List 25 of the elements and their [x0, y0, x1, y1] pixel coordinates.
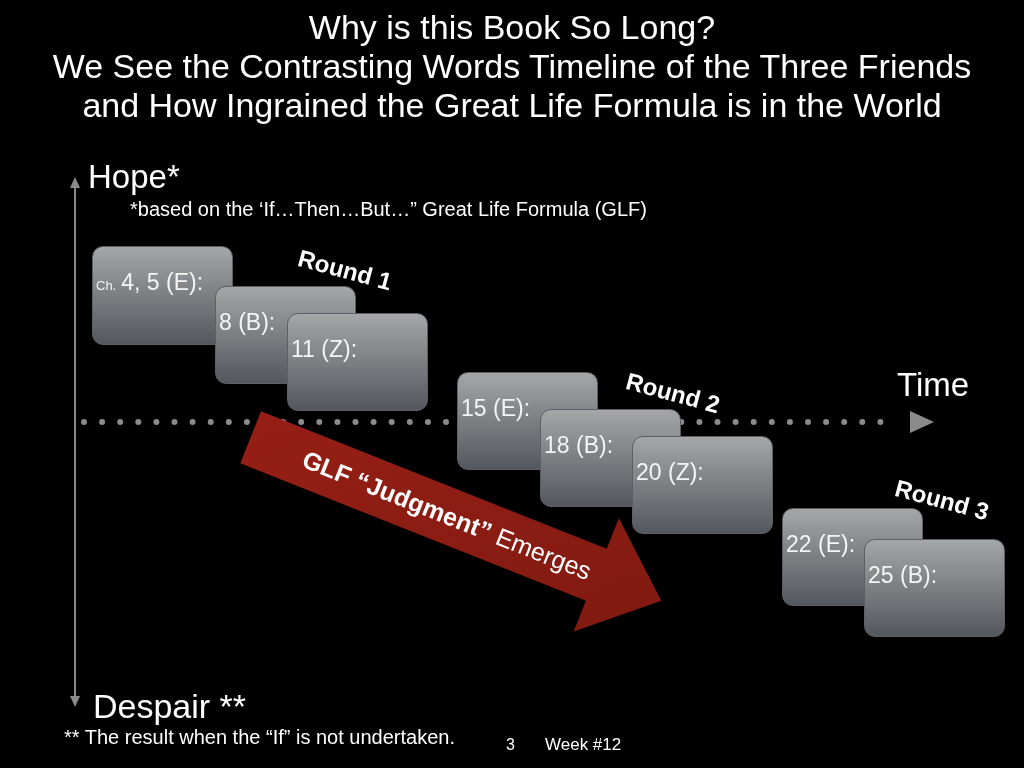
box-label: 11 (Z):: [291, 336, 358, 362]
footnote: *based on the ‘If…Then…But…” Great Life Formula (GLF): [130, 198, 647, 221]
box-label: 15 (E):: [461, 395, 531, 421]
footer-label: Week #12: [545, 735, 622, 755]
box-label: 18 (B):: [544, 432, 614, 458]
chapter-box: [92, 246, 233, 345]
chapter-box: [864, 539, 1005, 637]
footnote: ** The result when the “If” is not undertaken.: [64, 726, 455, 749]
slide-title: Why is this Book So Long?: [307, 8, 717, 47]
subtitle: We See the Contrasting Words Timeline of the Three Friends and How Ingrained the Great Life Formula is in the World: [51, 47, 973, 125]
chapter-box: [632, 436, 773, 534]
box-label: 20 (Z):: [636, 459, 704, 485]
box-label: 4, 5 (E):: [121, 269, 204, 295]
round-label: Round 1: [295, 244, 395, 296]
page-number: 3: [506, 736, 515, 755]
axis-label: Time: [897, 366, 970, 404]
box-label: 25 (B):: [868, 562, 938, 588]
axis-label: Hope*: [88, 158, 180, 196]
chapter-prefix: Ch.: [96, 277, 117, 295]
round-label: Round 2: [623, 367, 723, 419]
chapter-box: [287, 313, 428, 411]
round-label: Round 3: [892, 474, 992, 526]
box-label: 22 (E):: [786, 531, 856, 557]
axis-label: Despair **: [93, 687, 247, 727]
box-label: 8 (B):: [219, 309, 276, 335]
